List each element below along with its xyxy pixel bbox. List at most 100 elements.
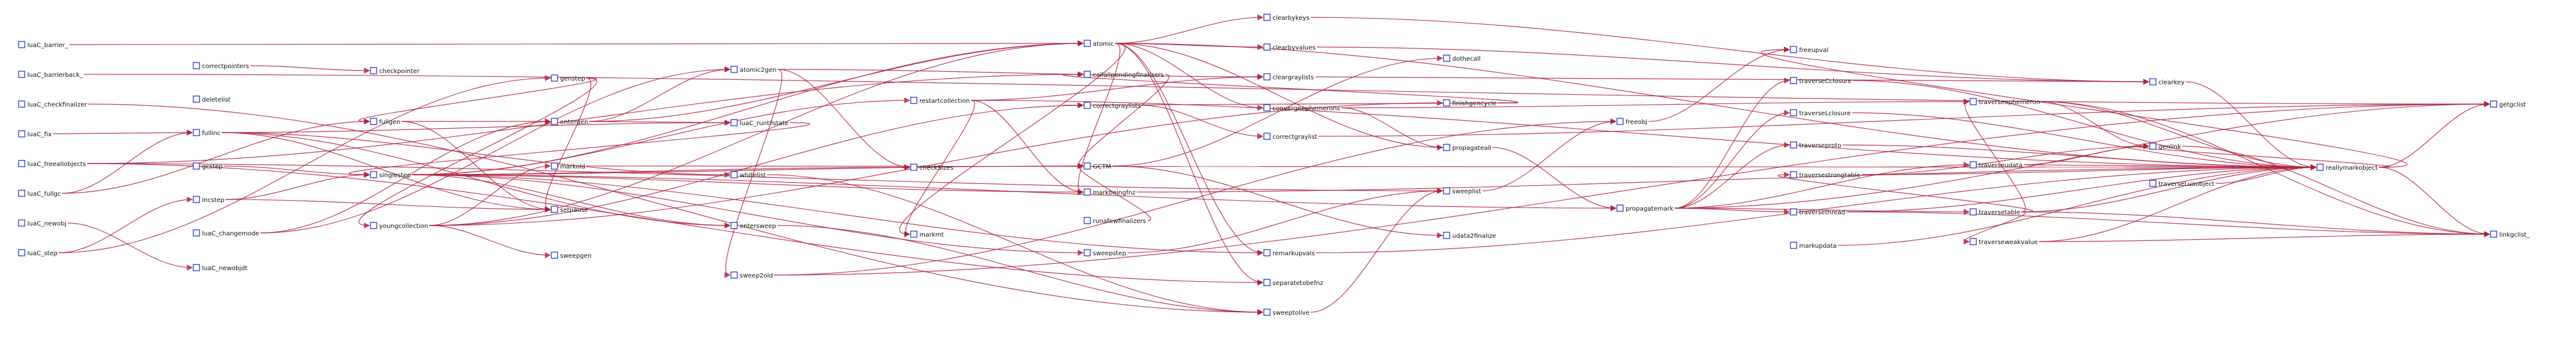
node-genlink[interactable]: genlink: [2149, 142, 2181, 151]
node-separatetobefnz[interactable]: separatetobefnz: [1263, 279, 1323, 287]
node-label: propagatemark: [1626, 206, 1673, 212]
node-getgclist[interactable]: getgclist: [2490, 100, 2526, 108]
node-finishgencycle[interactable]: finishgencycle: [1443, 99, 1497, 107]
node-atomic[interactable]: atomic: [1084, 40, 1114, 48]
edge-traverseLuaobject-to-reallymarkobject: [2215, 164, 2317, 184]
edge-entergen-to-atomic2gen: [589, 66, 731, 122]
node-genstep[interactable]: genstep: [551, 74, 585, 82]
node-label: luaC_step: [27, 250, 58, 257]
node-traverseCclosure[interactable]: traverseCclosure: [1790, 77, 1852, 85]
node-sweep2old[interactable]: sweep2old: [730, 271, 773, 279]
node-gcstep[interactable]: gcstep: [193, 162, 222, 170]
node-sweeplist[interactable]: sweeplist: [1443, 187, 1481, 195]
node-sweeptolive[interactable]: sweeptolive: [1263, 309, 1310, 317]
node-sweepstep[interactable]: sweepstep: [1084, 249, 1126, 257]
node-checkpointer[interactable]: checkpointer: [370, 67, 420, 75]
node-luaC_fullgc[interactable]: luaC_fullgc: [18, 190, 61, 198]
edge-markupdata-to-reallymarkobject: [1838, 164, 2317, 246]
node-GCTM[interactable]: GCTM: [1084, 162, 1111, 170]
node-propagatemark[interactable]: propagatemark: [1616, 204, 1673, 212]
node-luaC_step[interactable]: luaC_step: [18, 249, 58, 257]
node-markbeingfnz[interactable]: markbeingfnz: [1084, 188, 1136, 196]
node-callallpendingfinalizers[interactable]: callallpendingfinalizers: [1084, 71, 1164, 79]
node-singlestep[interactable]: singlestep: [370, 171, 411, 179]
node-freeupval[interactable]: freeupval: [1790, 46, 1828, 54]
node-clearkey[interactable]: clearkey: [2149, 78, 2184, 86]
node-propagateall[interactable]: propagateall: [1443, 144, 1491, 152]
node-incstep[interactable]: incstep: [193, 196, 224, 204]
node-traversetable[interactable]: traversetable: [1969, 208, 2020, 216]
node-label: singlestep: [379, 172, 411, 179]
node-marker-icon: [1790, 77, 1797, 84]
node-correctgraylists[interactable]: correctgraylists: [1084, 102, 1141, 110]
edge-markbeingfnz-to-reallymarkobject: [1136, 164, 2317, 193]
node-dothecall[interactable]: dothecall: [1443, 55, 1481, 63]
node-cleargraylists[interactable]: cleargraylists: [1263, 73, 1314, 81]
node-traversethread[interactable]: traversethread: [1790, 208, 1845, 216]
node-traverseudata[interactable]: traverseudata: [1969, 161, 2023, 169]
node-traverseephemeron[interactable]: traverseephemeron: [1969, 98, 2040, 106]
node-udata2finalize[interactable]: udata2finalize: [1443, 232, 1496, 240]
node-restartcollection[interactable]: restartcollection: [910, 97, 970, 105]
node-label: luaC_newobjdt: [202, 265, 247, 272]
node-traverseweakvalue[interactable]: traverseweakvalue: [1969, 238, 2038, 246]
node-entersweep[interactable]: entersweep: [730, 222, 776, 230]
node-markold[interactable]: markold: [551, 162, 585, 170]
node-label: luaC_barrier_: [27, 42, 69, 49]
node-correctpointers[interactable]: correctpointers: [193, 62, 249, 70]
node-marker-icon: [551, 118, 558, 125]
node-fullgen[interactable]: fullgen: [370, 118, 400, 126]
node-luaC_newobj[interactable]: luaC_newobj: [18, 219, 66, 227]
node-traverseLuaobject[interactable]: traverseLuaobject: [2149, 180, 2214, 188]
node-fullinc[interactable]: fullinc: [193, 129, 221, 137]
node-label: traverseLclosure: [1799, 110, 1851, 117]
edge-singlestep-to-restartcollection: [412, 97, 911, 175]
node-atomic2gen[interactable]: atomic2gen: [730, 66, 776, 74]
node-convergeephemerons[interactable]: convergeephemerons: [1263, 104, 1340, 112]
node-luaC_checkfinalizer[interactable]: luaC_checkfinalizer: [18, 100, 87, 108]
node-sweepgen[interactable]: sweepgen: [551, 252, 592, 260]
node-runafewfinalizers[interactable]: runafewfinalizers: [1084, 217, 1146, 225]
edge-sweep2old-to-getgclist: [774, 101, 2491, 276]
node-delete_list[interactable]: deletelist: [193, 95, 230, 103]
node-whitelist[interactable]: whitelist: [730, 171, 766, 179]
node-clearbyvalues[interactable]: clearbyvalues: [1263, 43, 1315, 51]
edge-youngcollection-to-atomic: [429, 40, 1084, 226]
node-youngcollection[interactable]: youngcollection: [370, 222, 428, 230]
node-traversestrongtable[interactable]: traversestrongtable: [1790, 171, 1860, 179]
edge-atomic-to-markmt: [899, 43, 1126, 237]
node-freeobj[interactable]: freeobj: [1616, 118, 1647, 126]
node-label: sweepstep: [1093, 250, 1126, 257]
edge-traverseproto-to-reallymarkobject: [1842, 144, 2317, 170]
node-luaC_newobjdt[interactable]: luaC_newobjdt: [193, 264, 247, 272]
node-label: traversethread: [1799, 209, 1845, 216]
node-luaC_freeallobjects[interactable]: luaC_freeallobjects: [18, 160, 86, 168]
node-luaC_changemode[interactable]: luaC_changemode: [193, 229, 259, 237]
edge-propagateall-to-propagatemark: [1492, 147, 1617, 211]
node-reallymarkobject[interactable]: reallymarkobject: [2316, 164, 2378, 172]
node-linkgclist_[interactable]: linkgclist_: [2490, 230, 2530, 239]
node-checkSizes[interactable]: checkSizes: [910, 164, 953, 172]
node-traverseLclosure[interactable]: traverseLclosure: [1790, 109, 1851, 117]
edge-luaC_barrier_-to-atomic: [69, 40, 1084, 46]
node-label: markupdata: [1799, 243, 1837, 250]
edge-clearbykeys-to-clearkey: [1310, 17, 2150, 85]
node-luaC_barrier_[interactable]: luaC_barrier_: [18, 41, 69, 49]
node-correctgraylist[interactable]: correctgraylist: [1263, 133, 1317, 141]
node-marker-icon: [910, 97, 918, 104]
node-traverseproto[interactable]: traverseproto: [1790, 141, 1841, 149]
edge-traversethread-to-linkgclist_: [1846, 211, 2491, 237]
edge-atomic-to-remarkupvals: [1115, 43, 1264, 256]
node-luaC_runtilstate[interactable]: luaC_runtilstate: [730, 119, 789, 127]
node-markmt[interactable]: markmt: [910, 230, 944, 239]
node-markupdata[interactable]: markupdata: [1790, 242, 1837, 250]
edge-sweeplist-to-freeobj: [1482, 118, 1617, 191]
node-remarkupvals[interactable]: remarkupvals: [1263, 249, 1315, 257]
edge-genstep-to-setpause: [545, 77, 592, 212]
node-luaC_barrierback_[interactable]: luaC_barrierback_: [18, 71, 84, 79]
node-luaC_fix[interactable]: luaC_fix: [18, 130, 52, 138]
node-entergen[interactable]: entergen: [551, 118, 588, 126]
node-clearbykeys[interactable]: clearbykeys: [1263, 14, 1310, 22]
node-setpause[interactable]: setpause: [551, 206, 588, 214]
edge-atomic-to-separatetobefnz: [1115, 43, 1264, 286]
